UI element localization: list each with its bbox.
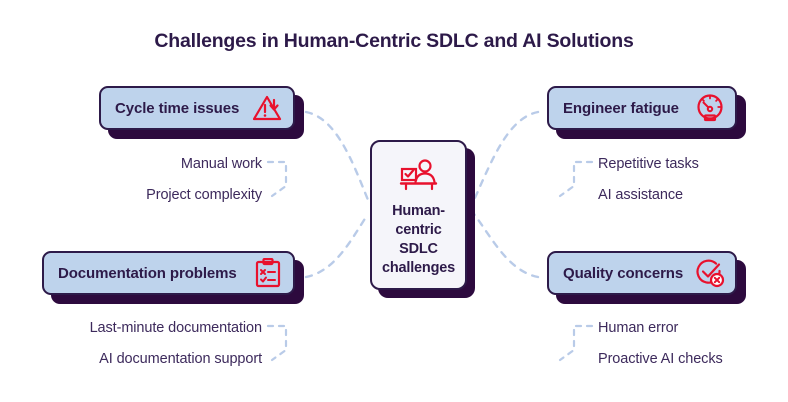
card-body[interactable]: Cycle time issues: [99, 86, 295, 130]
branch-card-documentation-problems[interactable]: Documentation problems: [42, 251, 304, 304]
card-body[interactable]: Documentation problems: [42, 251, 295, 295]
connector-subitems-cycle: [266, 160, 288, 198]
connector-docs-to-center: [304, 212, 370, 279]
connector-subitems-quality: [558, 324, 594, 362]
clipboard-checklist-icon: [253, 258, 283, 288]
page-title: Challenges in Human-Centric SDLC and AI …: [154, 30, 634, 52]
card-body[interactable]: Quality concerns: [547, 251, 737, 295]
center-node-human-centric-sdlc-challenges[interactable]: Human-centric SDLC challenges: [370, 140, 475, 298]
warning-triangle-down-arrow-icon: [253, 93, 283, 123]
sub-item-last-minute-documentation: Last-minute documentation: [89, 320, 263, 336]
sub-item-human-error: Human error: [598, 320, 679, 336]
branch-label: Quality concerns: [563, 264, 684, 282]
connector-subitems-fatigue: [558, 160, 594, 198]
connector-subitems-docs: [266, 324, 288, 362]
card-body[interactable]: Human-centric SDLC challenges: [370, 140, 467, 290]
sub-item-ai-documentation-support: AI documentation support: [99, 351, 262, 367]
sub-item-project-complexity: Project complexity: [146, 187, 262, 203]
person-at-desk-icon: [398, 156, 440, 196]
sub-item-repetitive-tasks: Repetitive tasks: [598, 156, 699, 172]
gauge-icon: [695, 93, 725, 123]
sub-item-ai-assistance: AI assistance: [598, 187, 683, 203]
branch-card-cycle-time-issues[interactable]: Cycle time issues: [99, 86, 304, 139]
branch-label: Documentation problems: [58, 264, 237, 282]
connector-quality-to-center: [472, 212, 540, 279]
connector-fatigue-to-center: [472, 110, 540, 202]
sub-item-manual-work: Manual work: [180, 156, 262, 172]
branch-card-engineer-fatigue[interactable]: Engineer fatigue: [547, 86, 746, 139]
branch-card-quality-concerns[interactable]: Quality concerns: [547, 251, 746, 304]
sub-item-proactive-ai-checks: Proactive AI checks: [598, 351, 723, 367]
branch-label: Cycle time issues: [115, 99, 240, 117]
center-node-label: Human-centric SDLC challenges: [382, 203, 455, 277]
card-body[interactable]: Engineer fatigue: [547, 86, 737, 130]
branch-label: Engineer fatigue: [563, 99, 679, 117]
check-circle-error-badge-icon: [695, 258, 725, 288]
connector-cycle-to-center: [304, 110, 370, 202]
